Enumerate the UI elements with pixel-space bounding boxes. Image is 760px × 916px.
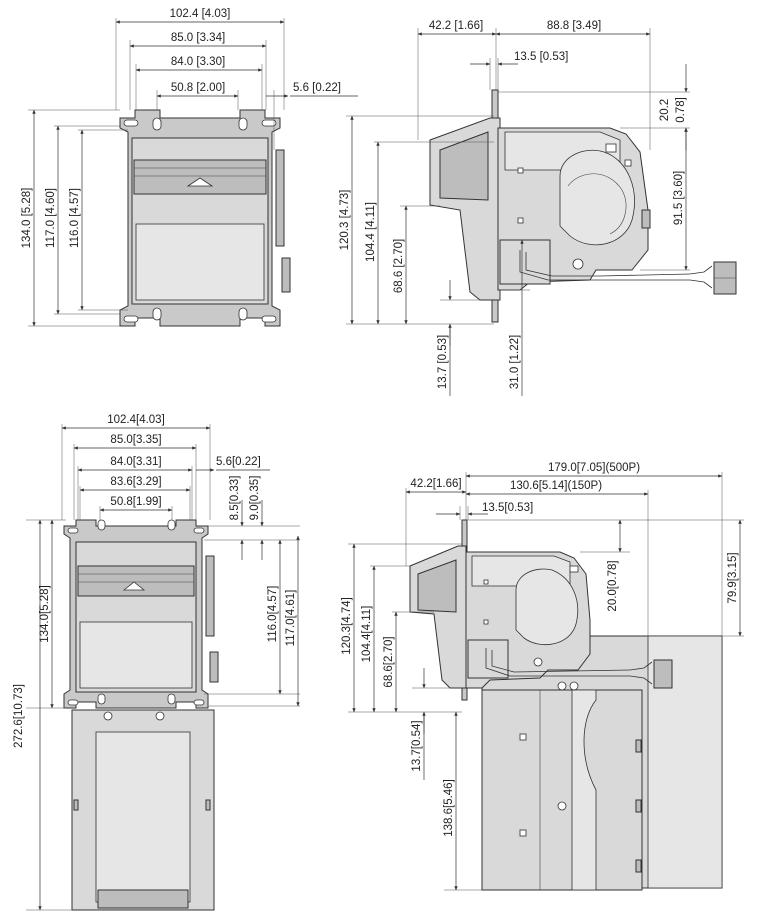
dim-width-84: 84.0 [3.30]	[171, 56, 225, 68]
dim4-flange-135: 13.5[0.53]	[482, 502, 533, 514]
dim4-depth-1306: 130.6[5.14](150P)	[510, 480, 602, 492]
dim-h-686: 68.6 [2.70]	[393, 239, 405, 293]
dim-depth-422: 42.2 [1.66]	[429, 20, 483, 32]
side-view-bottom	[409, 519, 723, 891]
dim3-v-85: 8.5[0.33]	[229, 476, 241, 521]
dim-h-1203: 120.3 [4.73]	[339, 190, 351, 251]
dim3-width-overall: 102.4[4.03]	[107, 414, 165, 426]
dim4-depth-422: 42.2[1.66]	[410, 478, 461, 490]
dim4-h-1386: 138.6[5.46]	[443, 779, 455, 837]
dim3-width-85: 85.0[3.35]	[110, 434, 161, 446]
dim3-offset-56: 5.6[0.22]	[216, 456, 261, 468]
dim3-height-117: 117.0[4.61]	[285, 590, 297, 647]
dim4-h-686: 68.6[2.70]	[383, 636, 395, 687]
dim-width-85: 85.0 [3.34]	[171, 32, 225, 44]
front-view-bottom	[63, 519, 219, 911]
dim-offset-56: 5.6 [0.22]	[293, 82, 341, 94]
dim3-width-84: 84.0[3.31]	[110, 456, 161, 468]
dim-width-overall: 102.4 [4.03]	[170, 8, 231, 20]
dim-h-1044: 104.4 [4.11]	[365, 202, 377, 262]
side-view-top	[429, 89, 737, 323]
dim-height-134: 134.0 [5.28]	[21, 188, 33, 249]
dim-flange-135: 13.5 [0.53]	[514, 51, 568, 63]
dim-width-508: 50.8 [2.00]	[171, 82, 225, 94]
front-view-top	[119, 109, 291, 327]
dim-depth-888: 88.8 [3.49]	[547, 20, 601, 32]
side-view-top-dimensions: 42.2 [1.66] 88.8 [3.49] 13.5 [0.53] 20.2…	[339, 20, 690, 396]
dim-h-310: 31.0 [1.22]	[509, 335, 521, 389]
dim-height-117: 117.0 [4.60]	[45, 188, 57, 248]
dim3-v-90: 9.0[0.35]	[249, 476, 261, 521]
dim3-width-508: 50.8[1.99]	[110, 496, 161, 508]
front-view-bottom-dimensions: 102.4[4.03] 85.0[3.35] 84.0[3.31] 83.6[3…	[13, 414, 300, 911]
dim4-depth-179: 179.0[7.05](500P)	[548, 462, 640, 474]
dim-top-202a: 20.2	[659, 99, 671, 121]
side-view-bottom-dimensions: 42.2[1.66] 179.0[7.05](500P) 130.6[5.14]…	[341, 462, 744, 891]
dim4-h-200: 20.0[0.78]	[607, 560, 619, 611]
dim3-width-836: 83.6[3.29]	[110, 476, 161, 488]
dim-height-116: 116.0 [4.57]	[69, 188, 81, 248]
dim-h-915: 91.5 [3.60]	[673, 171, 685, 225]
dim4-h-1044: 104.4[4.11]	[361, 606, 373, 663]
dim3-height-134: 134.0[5.28]	[39, 585, 51, 643]
dim3-height-2726: 272.6[10.73]	[13, 684, 25, 748]
dim3-height-116: 116.0[4.57]	[267, 586, 279, 643]
dim-h-137: 13.7 [0.53]	[437, 335, 449, 389]
front-view-top-dimensions: 102.4 [4.03] 85.0 [3.34] 84.0 [3.30] 50.…	[21, 8, 358, 327]
dim4-h-799: 79.9[3.15]	[727, 552, 739, 603]
dim4-h-137: 13.7[0.54]	[411, 720, 423, 771]
dim-top-202b: 0.78]	[675, 97, 687, 123]
dim4-h-1203: 120.3[4.74]	[341, 597, 353, 655]
